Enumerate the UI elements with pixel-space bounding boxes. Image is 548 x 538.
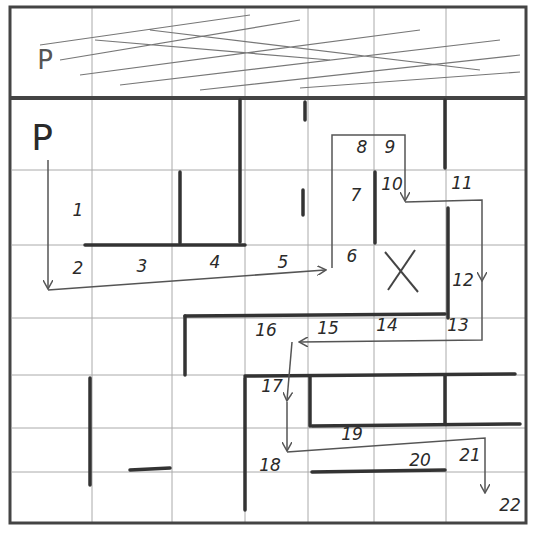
- callout-number: 17: [261, 378, 283, 395]
- callout-number: 15: [317, 320, 339, 337]
- callout-number: 3: [137, 258, 148, 275]
- callout-number: 5: [278, 254, 289, 271]
- callout-number: 9: [385, 139, 396, 156]
- callout-number: 1: [73, 202, 84, 219]
- header-hatching: [40, 15, 520, 90]
- callout-number: 22: [499, 497, 521, 514]
- grid-lines: [12, 8, 525, 522]
- callout-number: 12: [452, 272, 474, 289]
- outer-border: [10, 7, 526, 523]
- callout-number: 16: [255, 322, 277, 339]
- callout-number: 21: [459, 447, 481, 464]
- callout-number: 6: [347, 248, 358, 265]
- cross-mark: [385, 250, 418, 292]
- callout-number: 11: [451, 175, 473, 192]
- callout-number: 18: [259, 457, 281, 474]
- callout-number: 8: [357, 139, 368, 156]
- route-path: [48, 135, 485, 492]
- callout-number: 13: [447, 317, 469, 334]
- callout-number: 7: [351, 187, 362, 204]
- start-marker: P: [31, 120, 53, 156]
- callout-number: 2: [73, 260, 84, 277]
- start-marker: P: [37, 47, 53, 73]
- maze-walls: [85, 100, 520, 510]
- callout-number: 10: [381, 176, 403, 193]
- callout-number: 20: [409, 452, 431, 469]
- callout-number: 14: [376, 317, 398, 334]
- callout-number: 4: [210, 254, 221, 271]
- callout-number: 19: [341, 426, 363, 443]
